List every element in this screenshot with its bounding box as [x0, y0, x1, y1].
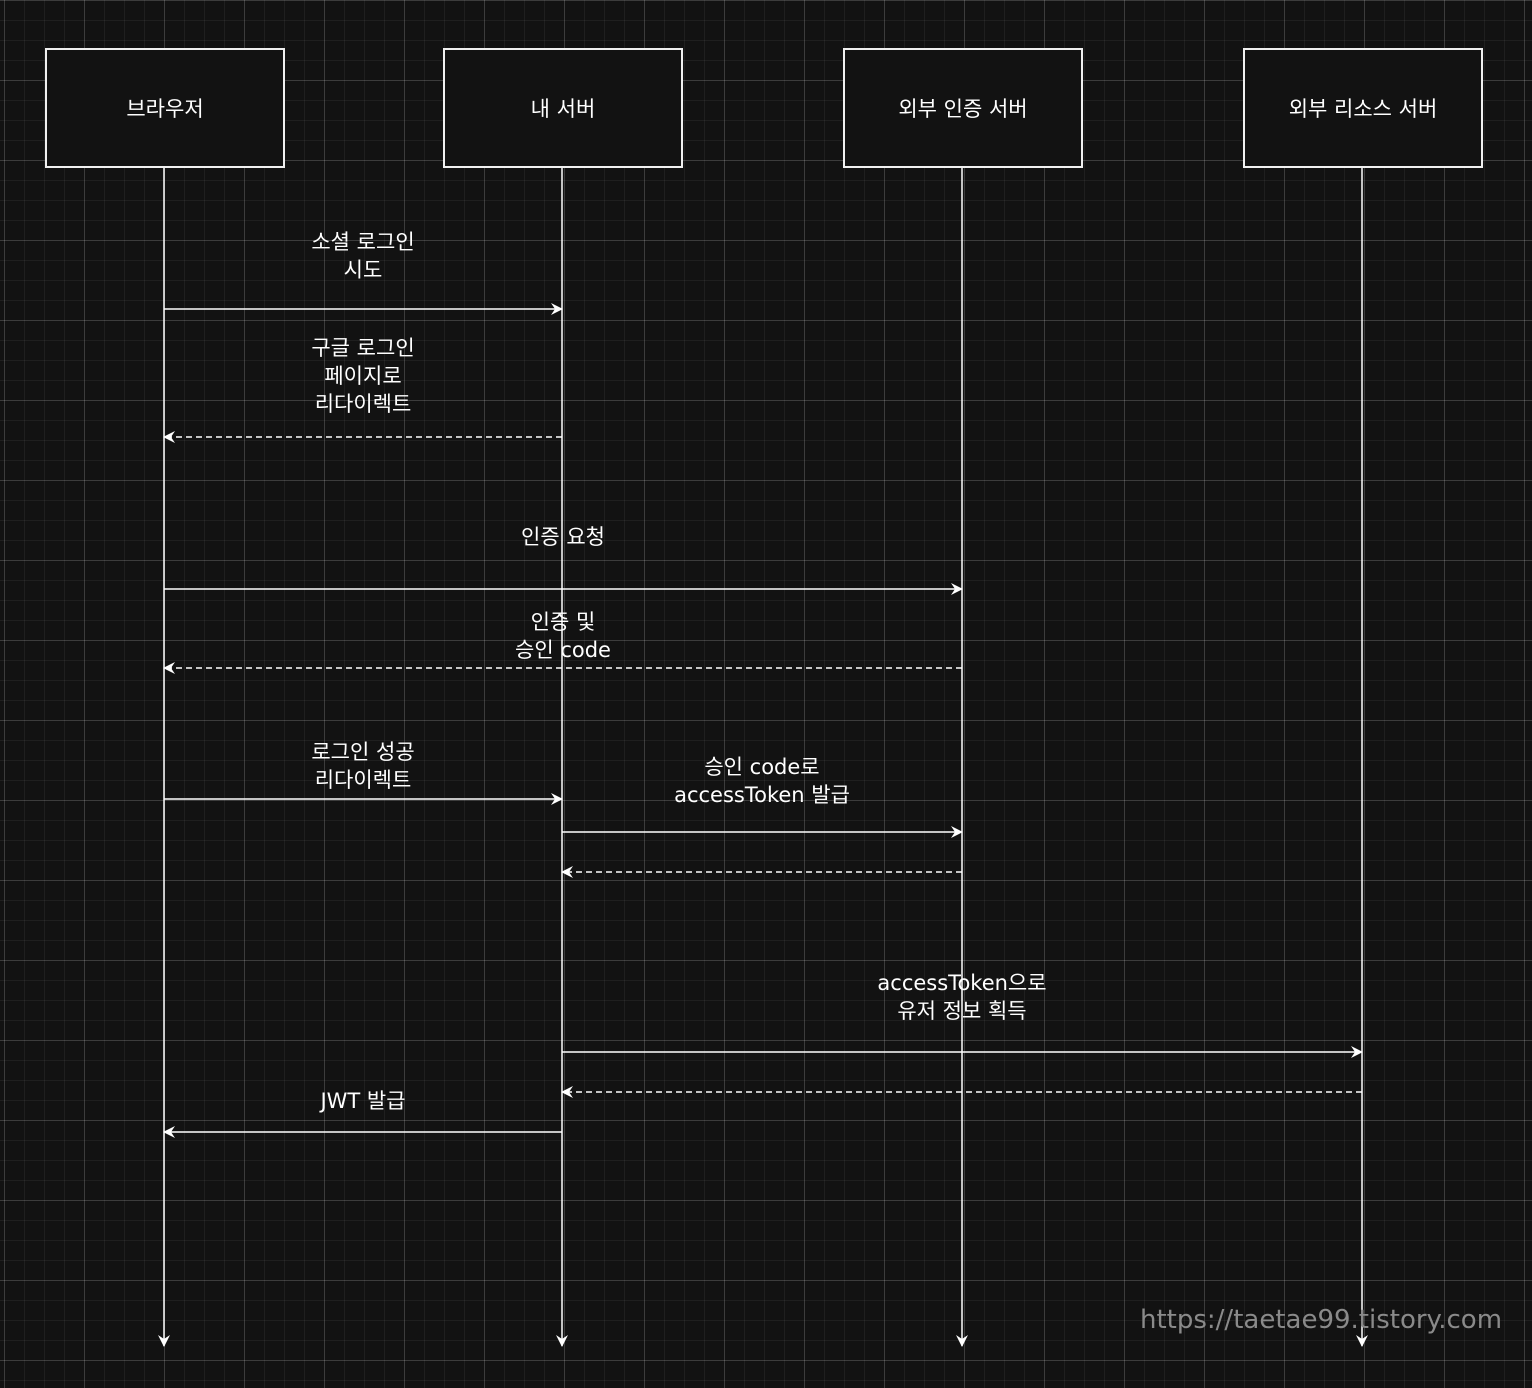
message-label: accessToken으로 유저 정보 획득: [877, 971, 1047, 1023]
participant-my-server[interactable]: 내 서버: [443, 48, 683, 168]
message-label: JWT 발급: [320, 1089, 406, 1113]
message-label: 승인 code로 accessToken 발급: [674, 755, 850, 807]
message-label: 로그인 성공 리다이렉트: [311, 740, 415, 792]
participant-label: 브라우저: [126, 97, 204, 121]
participant-browser[interactable]: 브라우저: [45, 48, 285, 168]
participant-auth-server[interactable]: 외부 인증 서버: [843, 48, 1083, 168]
participant-label: 외부 인증 서버: [898, 97, 1028, 121]
participant-label: 내 서버: [530, 97, 596, 121]
watermark-text: https://taetae99.tistory.com: [1140, 1305, 1503, 1335]
message-label: 구글 로그인 페이지로 리다이렉트: [311, 336, 415, 416]
participant-label: 외부 리소스 서버: [1288, 97, 1438, 121]
message-label: 소셜 로그인 시도: [311, 230, 415, 282]
participant-resource-server[interactable]: 외부 리소스 서버: [1243, 48, 1483, 168]
message-label: 인증 및 승인 code: [515, 610, 611, 662]
message-label: 인증 요청: [521, 525, 605, 549]
